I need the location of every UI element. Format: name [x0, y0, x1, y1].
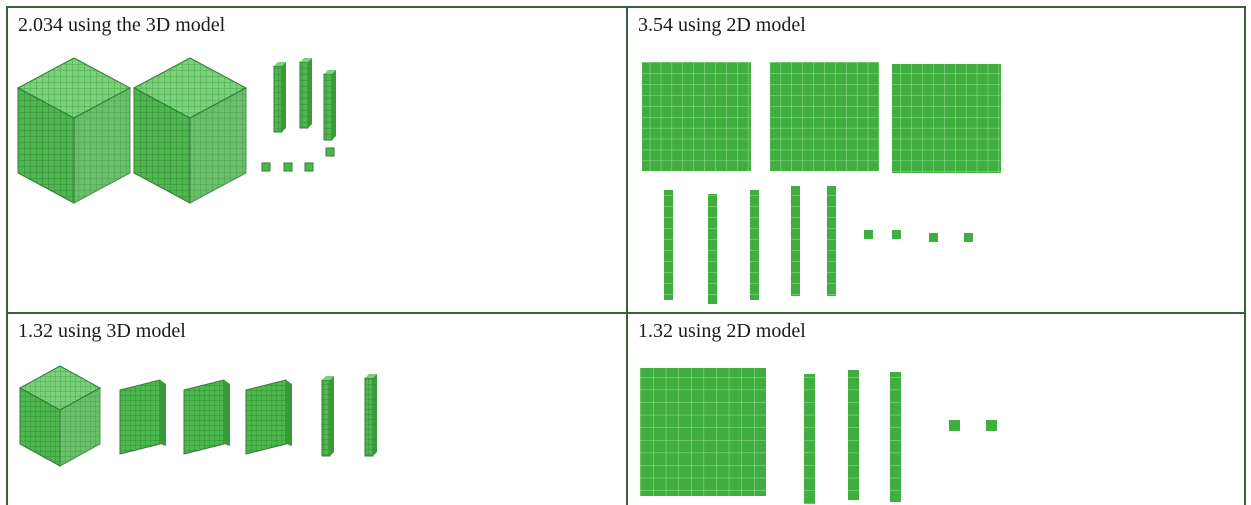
- unit-cube-1: [261, 162, 271, 172]
- rod-4: [791, 186, 800, 296]
- thousand-cube-1: [16, 57, 132, 204]
- unit-cube-2: [283, 162, 293, 172]
- rod-3d-1: [321, 376, 334, 457]
- blocks-2034-3d: [16, 57, 336, 204]
- rod-3: [750, 190, 759, 300]
- blocks-132-3d: [18, 365, 377, 467]
- cell-3d-132: 1.32 using 3D model: [8, 314, 628, 505]
- unit-2: [986, 420, 997, 431]
- flat-3d-2: [183, 379, 230, 455]
- cell-2d-132: 1.32 using 2D model: [628, 314, 1244, 505]
- unit-1: [949, 420, 960, 431]
- caption-2034-3d: 2.034 using the 3D model: [18, 14, 226, 36]
- unit-cube-4: [325, 147, 335, 157]
- flat-3: [892, 64, 1001, 173]
- cell-2d-354: 3.54 using 2D model: [628, 8, 1244, 314]
- rod-2: [848, 370, 859, 500]
- unit-2: [892, 230, 901, 239]
- rod-3d-2: [364, 374, 377, 457]
- rod-3: [890, 372, 901, 502]
- flat-3d-3: [245, 379, 292, 455]
- rod-1: [804, 374, 815, 504]
- unit-4: [964, 233, 973, 242]
- caption-132-3d: 1.32 using 3D model: [18, 320, 186, 342]
- blocks-132-2d: [640, 368, 997, 504]
- base-ten-models-table: 2.034 using the 3D model: [6, 6, 1246, 505]
- flat-1: [640, 368, 766, 496]
- rod-1: [664, 190, 673, 300]
- caption-132-2d: 1.32 using 2D model: [638, 320, 806, 342]
- flat-3d-1: [119, 379, 166, 455]
- thousand-cube-2: [132, 57, 248, 204]
- unit-cube-3: [304, 162, 314, 172]
- unit-3: [929, 233, 938, 242]
- rod-5: [827, 186, 836, 296]
- unit-1: [864, 230, 873, 239]
- rod-1: [273, 62, 286, 133]
- caption-354-2d: 3.54 using 2D model: [638, 14, 806, 36]
- rod-2: [299, 58, 312, 129]
- rod-2: [708, 194, 717, 304]
- rod-3: [323, 70, 336, 141]
- cell-3d-2034: 2.034 using the 3D model: [8, 8, 628, 314]
- hundred-cube: [18, 365, 102, 467]
- flat-1: [642, 62, 751, 171]
- flat-2: [770, 62, 879, 171]
- blocks-354-2d: [642, 62, 1001, 304]
